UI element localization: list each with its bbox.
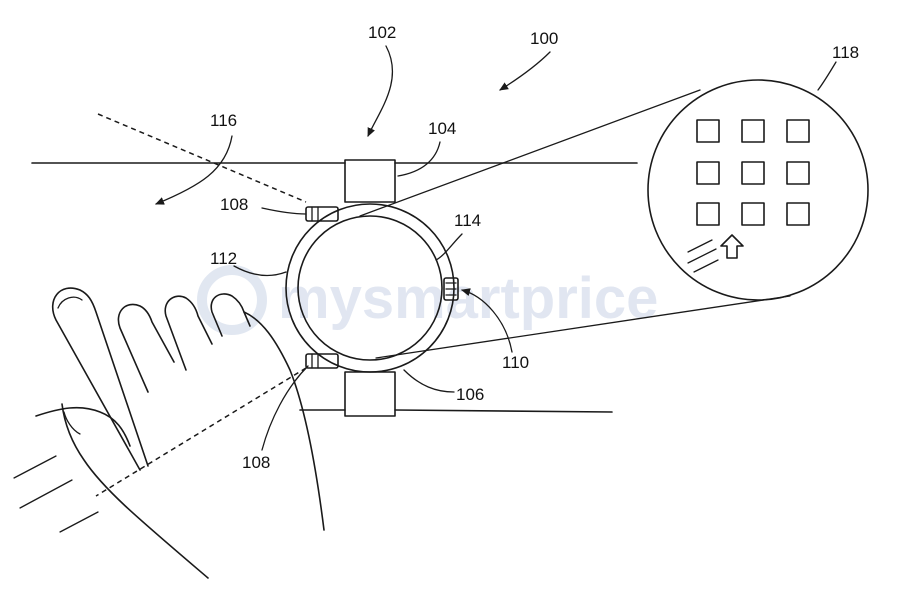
index-nail [57, 296, 83, 309]
app-icon-grid [696, 119, 810, 226]
lower-band [344, 371, 396, 417]
app-icon [696, 202, 720, 226]
lower-side-button [305, 353, 339, 369]
label-112: 112 [210, 249, 237, 268]
leader-106 [403, 369, 455, 393]
cursor-motion-line [687, 248, 717, 264]
label-110: 110 [502, 353, 529, 372]
arm [31, 162, 638, 413]
leader-112 [233, 265, 287, 277]
beam-lower [95, 367, 307, 497]
cursor-motion-line [693, 259, 719, 273]
label-118: 118 [832, 43, 859, 62]
leader-116 [155, 135, 233, 205]
leader-104 [397, 141, 441, 177]
motion-line-1 [13, 455, 57, 479]
label-104: 104 [428, 119, 456, 138]
label-102: 102 [368, 23, 396, 42]
projection-line-upper [359, 89, 701, 217]
beam-upper [97, 113, 307, 203]
watermark: mysmartprice [197, 265, 658, 335]
pinky-finger [210, 293, 251, 337]
app-icon [786, 119, 810, 143]
leader-108-lower [261, 365, 309, 451]
thumb-palm-edge [61, 403, 209, 579]
label-114: 114 [454, 211, 481, 230]
label-100: 100 [530, 29, 558, 48]
hand-back [243, 311, 325, 531]
app-icon [786, 161, 810, 185]
app-icon [741, 119, 765, 143]
leader-114 [435, 233, 463, 261]
label-108-lower: 108 [242, 453, 270, 472]
hand [13, 287, 325, 579]
leader-102 [367, 45, 394, 137]
app-icon [696, 119, 720, 143]
label-108-upper: 108 [220, 195, 248, 214]
thumb-nail [63, 411, 81, 435]
app-icon [786, 202, 810, 226]
app-icon [696, 161, 720, 185]
app-icon [741, 161, 765, 185]
label-116: 116 [210, 111, 237, 130]
leader-100 [499, 51, 551, 91]
magnified-display [647, 79, 869, 301]
middle-finger [117, 303, 175, 393]
watch-bezel [285, 203, 455, 373]
label-106: 106 [456, 385, 484, 404]
ring-finger [164, 295, 213, 371]
cursor-motion-line [687, 239, 713, 253]
leader-118 [817, 61, 837, 91]
magnified-display-outline [647, 79, 869, 301]
crown [443, 277, 459, 301]
leader-110 [461, 288, 513, 353]
motion-line-2 [19, 479, 73, 509]
projection-line-lower [375, 295, 791, 359]
thumb-top [35, 406, 131, 447]
motion-line-3 [59, 511, 99, 533]
cursor-arrow-icon [720, 234, 744, 259]
index-finger [51, 287, 149, 471]
arm-lower-edge-right [394, 409, 613, 413]
leader-108-upper [261, 207, 307, 215]
upper-band [344, 159, 396, 203]
watch-display [297, 215, 443, 361]
watch [285, 159, 459, 417]
app-icon [741, 202, 765, 226]
watermark-text: mysmartprice [278, 266, 658, 331]
